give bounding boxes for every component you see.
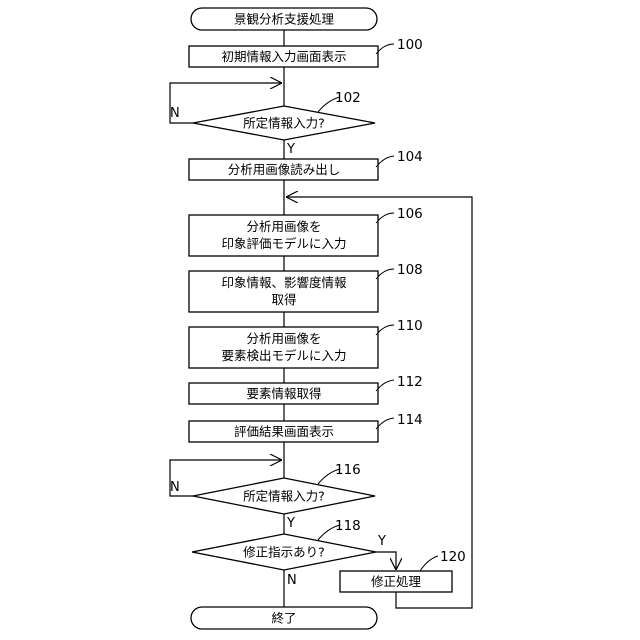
branch-116-yes-label: Y: [286, 516, 295, 531]
step-110: 分析用画像を 要素検出モデルに入力 110: [189, 318, 423, 368]
ref-leader-100: [376, 44, 394, 54]
end-label: 終了: [271, 611, 296, 626]
step-100: 初期情報入力画面表示 100: [189, 37, 423, 67]
ref-108: 108: [397, 262, 423, 278]
start-terminal: 景観分析支援処理: [191, 8, 377, 30]
ref-118: 118: [335, 518, 361, 534]
ref-leader-104: [376, 156, 394, 167]
decision-102-label: 所定情報入力?: [243, 116, 325, 131]
ref-104: 104: [397, 149, 423, 165]
ref-112: 112: [397, 374, 423, 390]
step-104: 分析用画像読み出し 104: [189, 149, 423, 180]
start-label: 景観分析支援処理: [234, 12, 335, 27]
step-106: 分析用画像を 印象評価モデルに入力 106: [189, 206, 423, 256]
decision-118-label: 修正指示あり?: [243, 545, 325, 560]
step-106-line2: 印象評価モデルに入力: [221, 236, 346, 251]
step-108: 印象情報、影響度情報 取得 108: [189, 262, 423, 312]
step-104-label: 分析用画像読み出し: [228, 162, 341, 177]
ref-116: 116: [335, 462, 361, 478]
ref-leader-120: [420, 556, 438, 571]
step-110-line2: 要素検出モデルに入力: [221, 348, 346, 363]
step-108-line1: 印象情報、影響度情報: [221, 275, 347, 290]
step-114: 評価結果画面表示 114: [189, 412, 423, 442]
ref-102: 102: [335, 90, 361, 106]
ref-leader-108: [376, 269, 394, 279]
branch-102-yes-label: Y: [286, 142, 295, 157]
ref-114: 114: [397, 412, 423, 428]
ref-leader-114: [376, 418, 394, 429]
branch-116-no-label: N: [170, 480, 180, 495]
branch-118-no-label: N: [287, 573, 297, 588]
step-110-line1: 分析用画像を: [246, 331, 321, 346]
step-100-label: 初期情報入力画面表示: [221, 49, 346, 64]
ref-120: 120: [440, 549, 466, 565]
end-terminal: 終了: [191, 607, 377, 629]
ref-leader-110: [376, 325, 394, 335]
step-106-line1: 分析用画像を: [246, 219, 321, 234]
ref-106: 106: [397, 206, 423, 222]
decision-116-label: 所定情報入力?: [243, 489, 325, 504]
ref-leader-106: [376, 213, 394, 223]
step-120-label: 修正処理: [371, 574, 422, 589]
step-112: 要素情報取得 112: [189, 374, 423, 404]
branch-118-yes-label: Y: [377, 534, 386, 549]
ref-110: 110: [397, 318, 423, 334]
branch-102-no-label: N: [170, 106, 180, 121]
step-114-label: 評価結果画面表示: [234, 424, 334, 439]
step-112-label: 要素情報取得: [246, 386, 321, 401]
ref-leader-112: [376, 380, 394, 391]
decision-102: 所定情報入力? 102 N Y: [170, 90, 375, 157]
ref-100: 100: [397, 37, 423, 53]
step-108-line2: 取得: [271, 292, 296, 307]
connector-118-yes-120: [376, 552, 396, 570]
